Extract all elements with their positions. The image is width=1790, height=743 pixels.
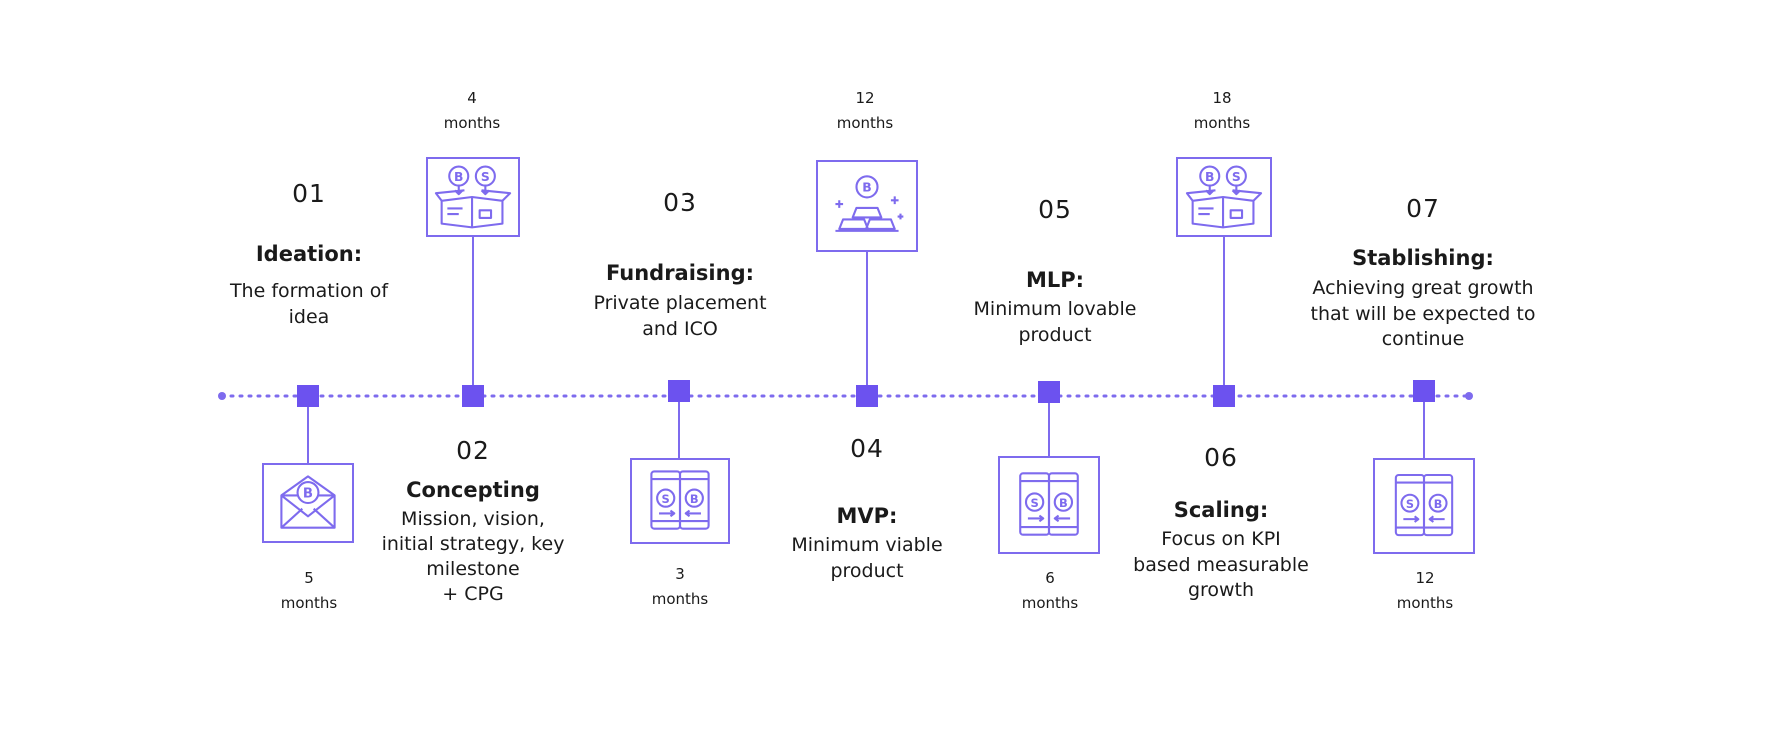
stage-02-connector [472,237,474,385]
bitcoin-gold-bars-icon: B [816,160,918,252]
stage-02-node [462,385,484,407]
stage-02-number: 02 [456,436,490,465]
stage-01-node [297,385,319,407]
svg-text:B: B [862,180,871,195]
stage-03-connector [678,402,680,458]
svg-text:B: B [1434,498,1443,511]
stage-07-node [1413,380,1435,402]
svg-text:B: B [303,486,313,501]
timeline-start-dot [218,392,226,400]
stage-02-title: Concepting [406,478,540,502]
svg-text:B: B [454,170,463,184]
stage-01-number: 01 [292,179,326,208]
stage-01-connector [307,407,309,463]
stage-07-connector [1423,402,1425,458]
svg-text:B: B [1205,170,1214,184]
stage-04-title: MVP: [836,504,898,528]
stage-06-node [1213,385,1235,407]
stage-06-title: Scaling: [1173,498,1269,522]
stage-06-number: 06 [1204,443,1238,472]
stage-05-node [1038,381,1060,403]
stage-07-title: Stablishing: [1352,246,1494,270]
stage-03-title: Fundraising: [605,261,755,285]
svg-text:B: B [690,492,699,506]
stage-04-connector [866,252,868,385]
crypto-box-icon: B S [426,157,520,237]
svg-text:S: S [481,170,490,184]
bitcoin-envelope-icon: B [262,463,354,543]
stage-03-number: 03 [663,188,697,217]
stage-01-title: Ideation: [255,242,363,266]
crypto-exchange-phones-icon: S B [630,458,730,544]
timeline-end-dot [1465,392,1473,400]
stage-07-number: 07 [1406,194,1440,223]
svg-text:S: S [1232,170,1241,184]
svg-text:S: S [662,492,670,506]
svg-text:S: S [1406,498,1414,511]
stage-04-number: 04 [850,434,884,463]
stage-04-node [856,385,878,407]
svg-text:B: B [1059,496,1068,510]
stage-03-node [668,380,690,402]
stage-05-title: MLP: [1025,268,1085,292]
svg-text:S: S [1030,496,1038,510]
stage-06-connector [1223,237,1225,385]
stage-05-number: 05 [1038,195,1072,224]
crypto-box-icon: B S [1176,157,1272,237]
crypto-exchange-phones-icon: S B [1373,458,1475,554]
stage-05-connector [1048,403,1050,456]
crypto-exchange-phones-icon: S B [998,456,1100,554]
